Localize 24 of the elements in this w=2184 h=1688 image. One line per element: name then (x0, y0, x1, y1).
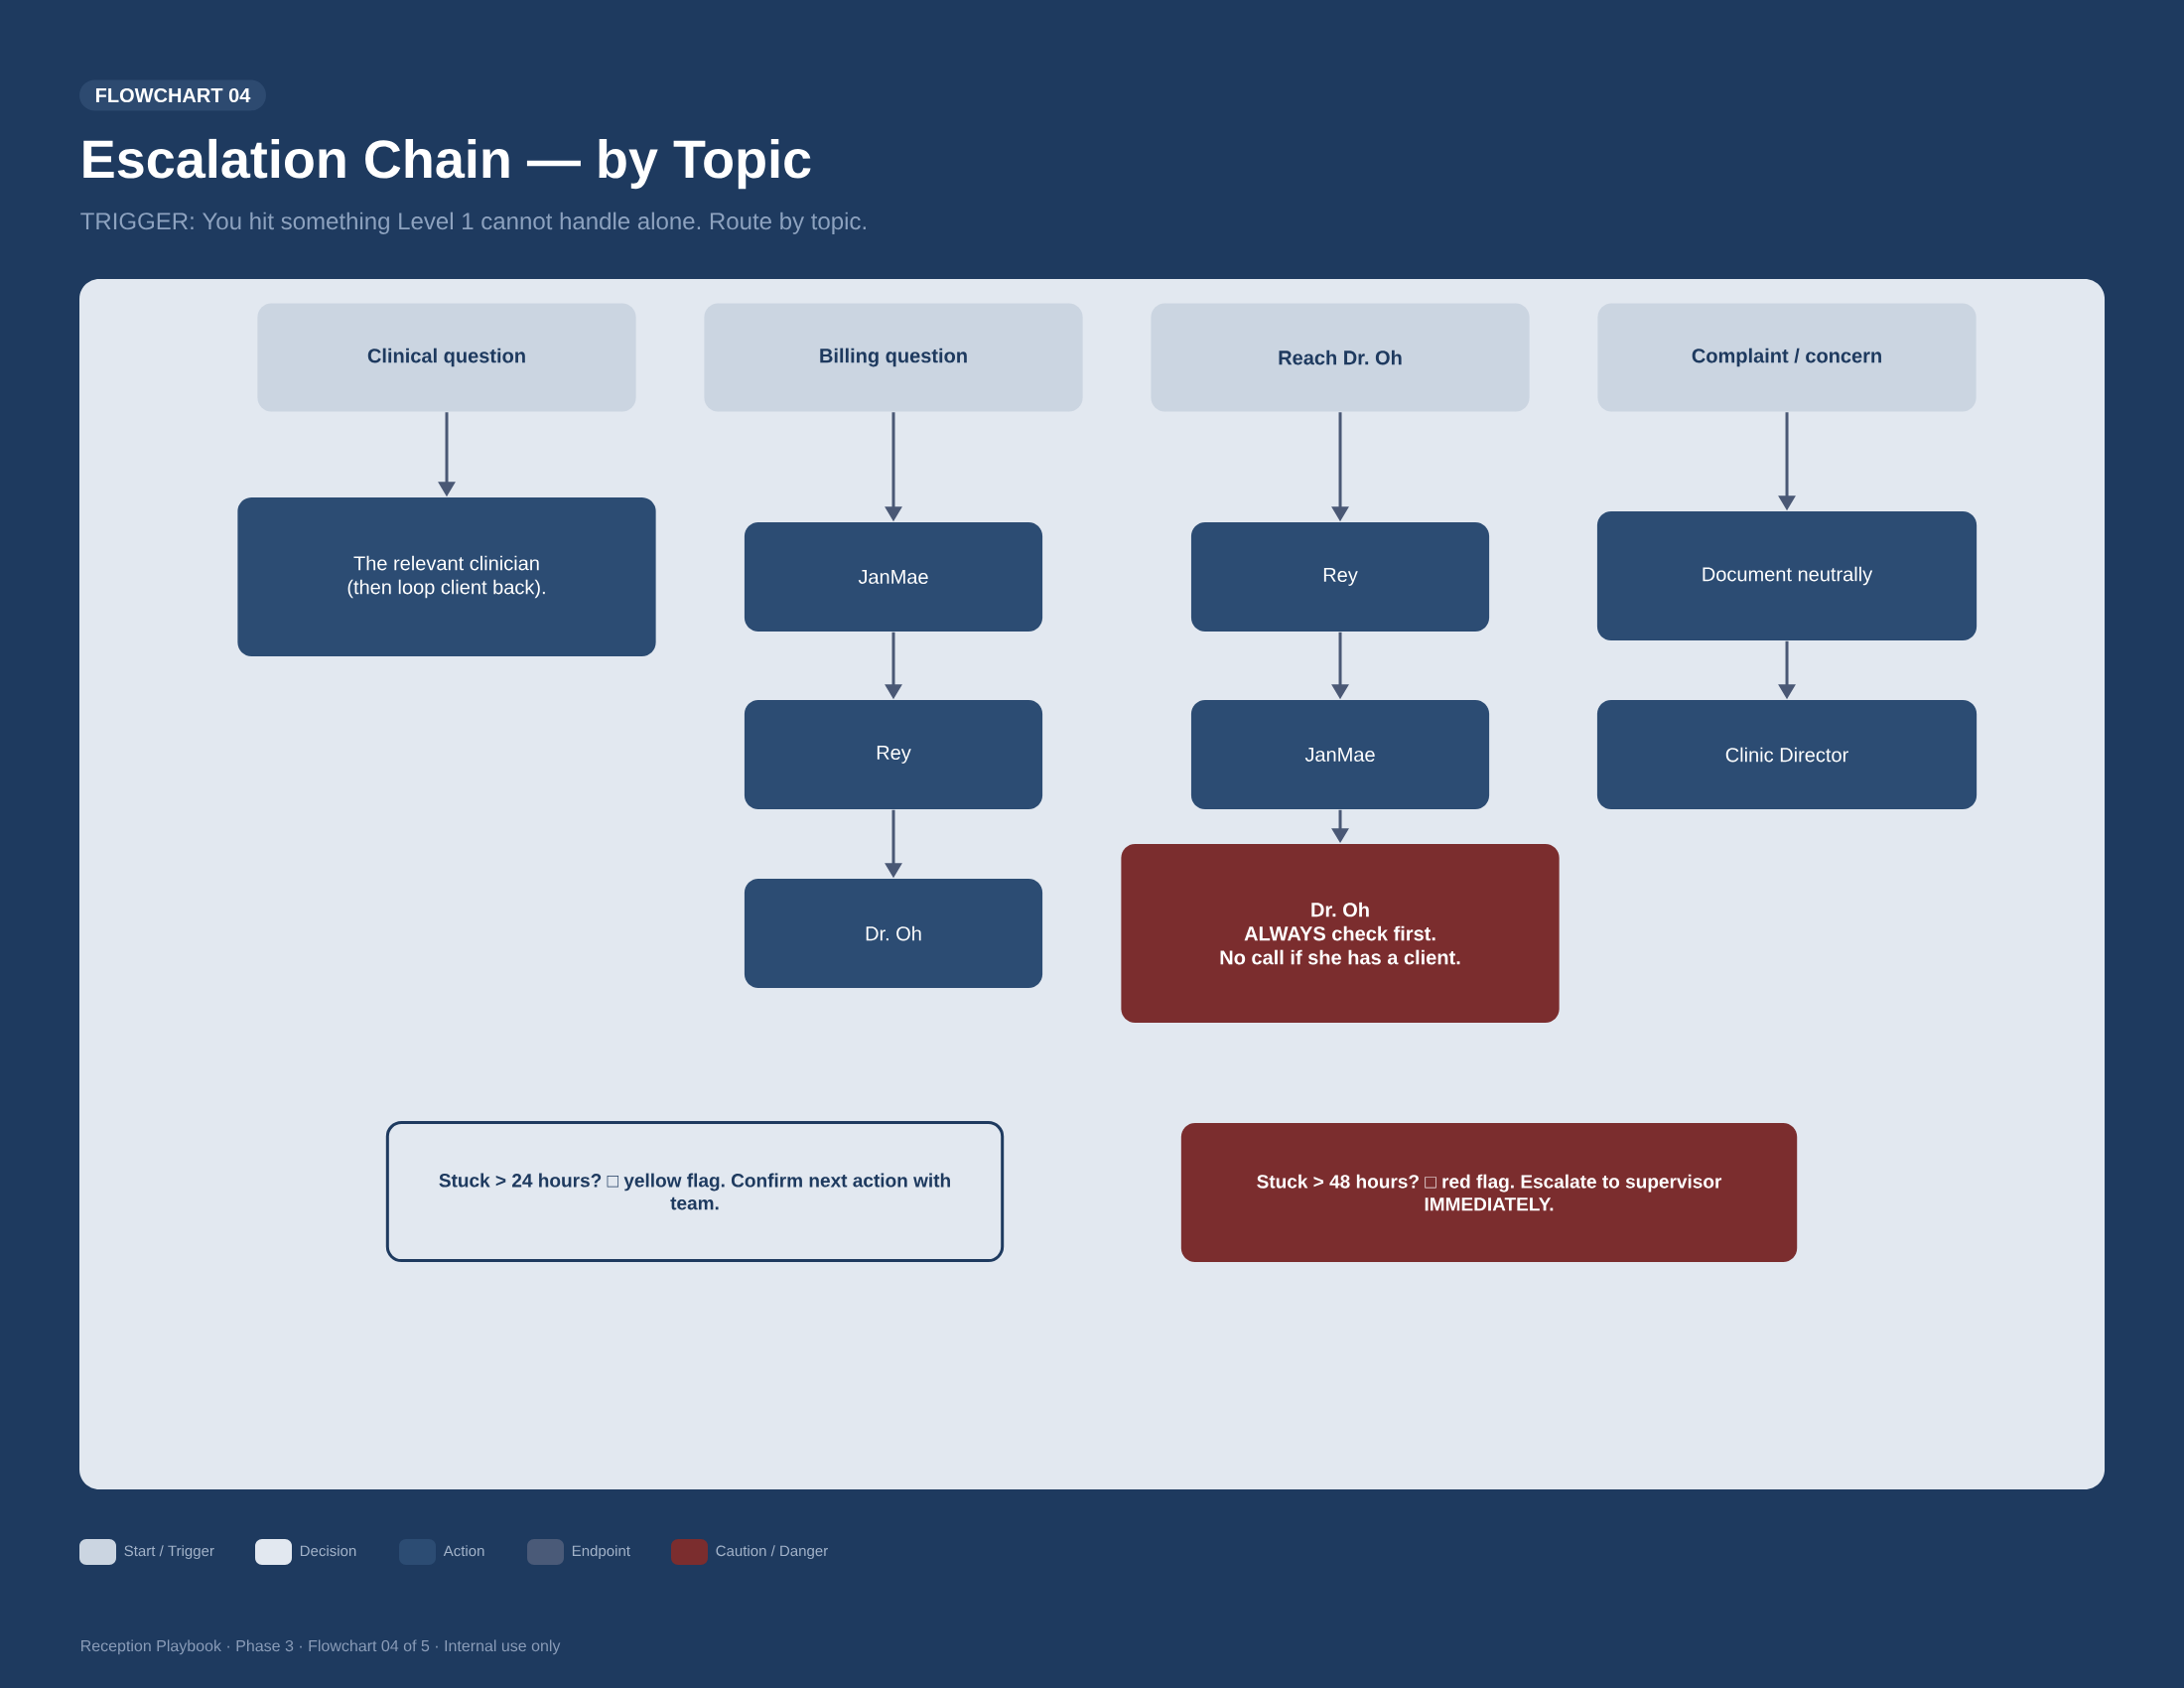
action-box: Document neutrally (1596, 510, 1978, 641)
action-box: Clinic Director (1596, 699, 1978, 810)
footer-text: Reception Playbook · Phase 3 · Flowchart 04 of 5 · Internal use only (81, 1639, 561, 1655)
start-box: Complaint / concern (1597, 303, 1977, 412)
legend-label: Decision (300, 1545, 356, 1557)
action-box: Rey (744, 699, 1043, 810)
start-box: Reach Dr. Oh (1151, 303, 1530, 412)
action-box: JanMae (1190, 699, 1490, 810)
start-box: Billing question (704, 303, 1083, 412)
legend-label: Action (443, 1545, 484, 1557)
legend-label: Caution / Danger (716, 1545, 828, 1560)
title: Escalation Chain — by Topic (83, 138, 811, 190)
danger-box: Dr. Oh ALWAYS check first. No call if she has a client. (1121, 843, 1560, 1024)
action-box: The relevant clinician (then loop client back). (237, 496, 656, 657)
action-box: Dr. Oh (744, 879, 1043, 989)
alert-box: Stuck > 48 hours? □ red flag. Escalate to supervisor IMMEDIATELY. (1180, 1123, 1798, 1263)
action-box: Rey (1190, 521, 1490, 633)
legend-label: Start / Trigger (124, 1545, 214, 1560)
note-box: Stuck > 24 hours? □ yellow flag. Confirm next action with team. (385, 1120, 1005, 1263)
legend-label: Endpoint (572, 1545, 630, 1560)
subtitle: TRIGGER: You hit something Level 1 cannot handle alone. Route by topic. (80, 211, 866, 234)
start-box: Clinical question (257, 303, 636, 412)
action-box: JanMae (744, 521, 1043, 633)
badge: FLOWCHART 04 (78, 79, 267, 111)
